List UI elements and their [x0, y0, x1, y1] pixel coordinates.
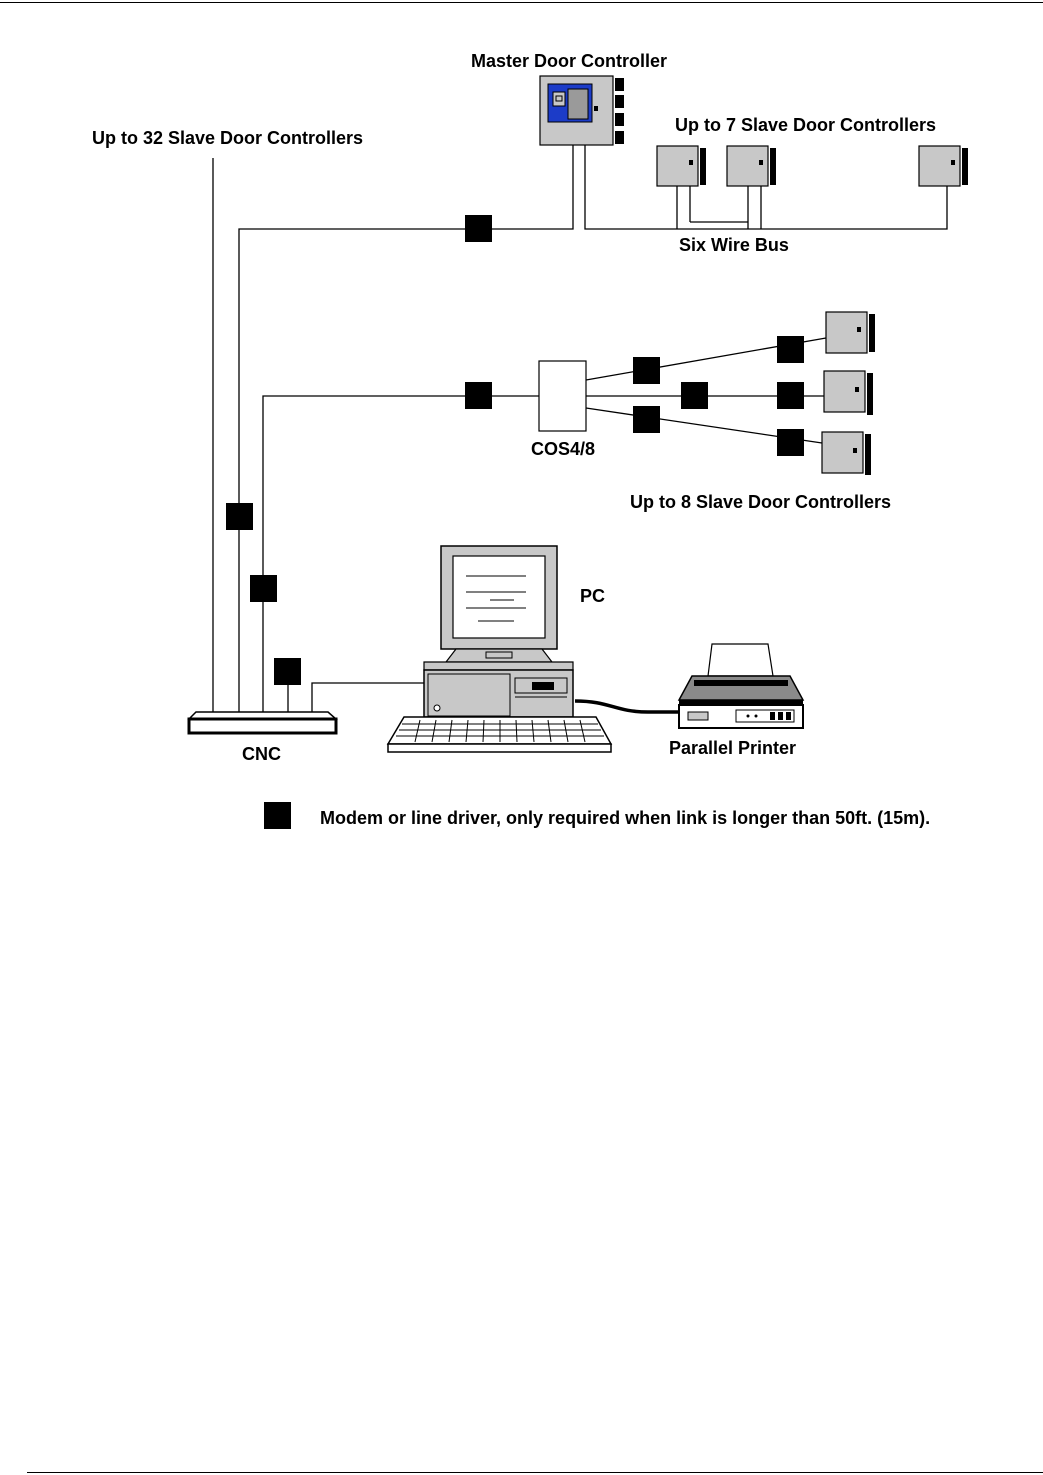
- printer-icon: [679, 644, 803, 728]
- printer-cable: [575, 701, 680, 712]
- label-master-door-controller: Master Door Controller: [471, 51, 667, 71]
- legend-text: Modem or line driver, only required when…: [320, 808, 930, 828]
- label-parallel-printer: Parallel Printer: [669, 738, 796, 758]
- legend-modem-icon: [264, 802, 291, 829]
- label-up-to-32-slaves: Up to 32 Slave Door Controllers: [92, 128, 363, 148]
- door-controller-icon: [826, 312, 875, 353]
- door-controller-icon: [822, 432, 871, 475]
- modem-icon: [250, 575, 277, 602]
- label-up-to-7-slaves: Up to 7 Slave Door Controllers: [675, 115, 936, 135]
- modem-icon: [465, 215, 492, 242]
- label-six-wire-bus: Six Wire Bus: [679, 235, 789, 255]
- master-controller-icon: [540, 76, 624, 145]
- door-controller-icon: [657, 146, 706, 186]
- modem-icon: [777, 336, 804, 363]
- modem-icon: [777, 429, 804, 456]
- door-controller-icon: [824, 371, 873, 415]
- door-controller-icon: [919, 146, 968, 186]
- wire-cnc-pc: [312, 683, 424, 712]
- cnc-icon: [189, 712, 336, 733]
- slave-controllers-bus: [657, 146, 968, 186]
- modem-icon: [633, 406, 660, 433]
- slave-controllers-cos: [822, 312, 875, 475]
- label-cos: COS4/8: [531, 439, 595, 459]
- label-cnc: CNC: [242, 744, 281, 764]
- modem-icon: [633, 357, 660, 384]
- cos-unit-icon: [539, 361, 586, 431]
- bottom-rule: [27, 1472, 1043, 1473]
- modem-icon: [777, 382, 804, 409]
- pc-icon: [388, 546, 611, 752]
- modem-icon: [465, 382, 492, 409]
- door-controller-icon: [727, 146, 776, 186]
- label-up-to-8-slaves: Up to 8 Slave Door Controllers: [630, 492, 891, 512]
- modem-icon: [226, 503, 253, 530]
- modem-icon: [274, 658, 301, 685]
- modem-icon: [681, 382, 708, 409]
- label-pc: PC: [580, 586, 605, 606]
